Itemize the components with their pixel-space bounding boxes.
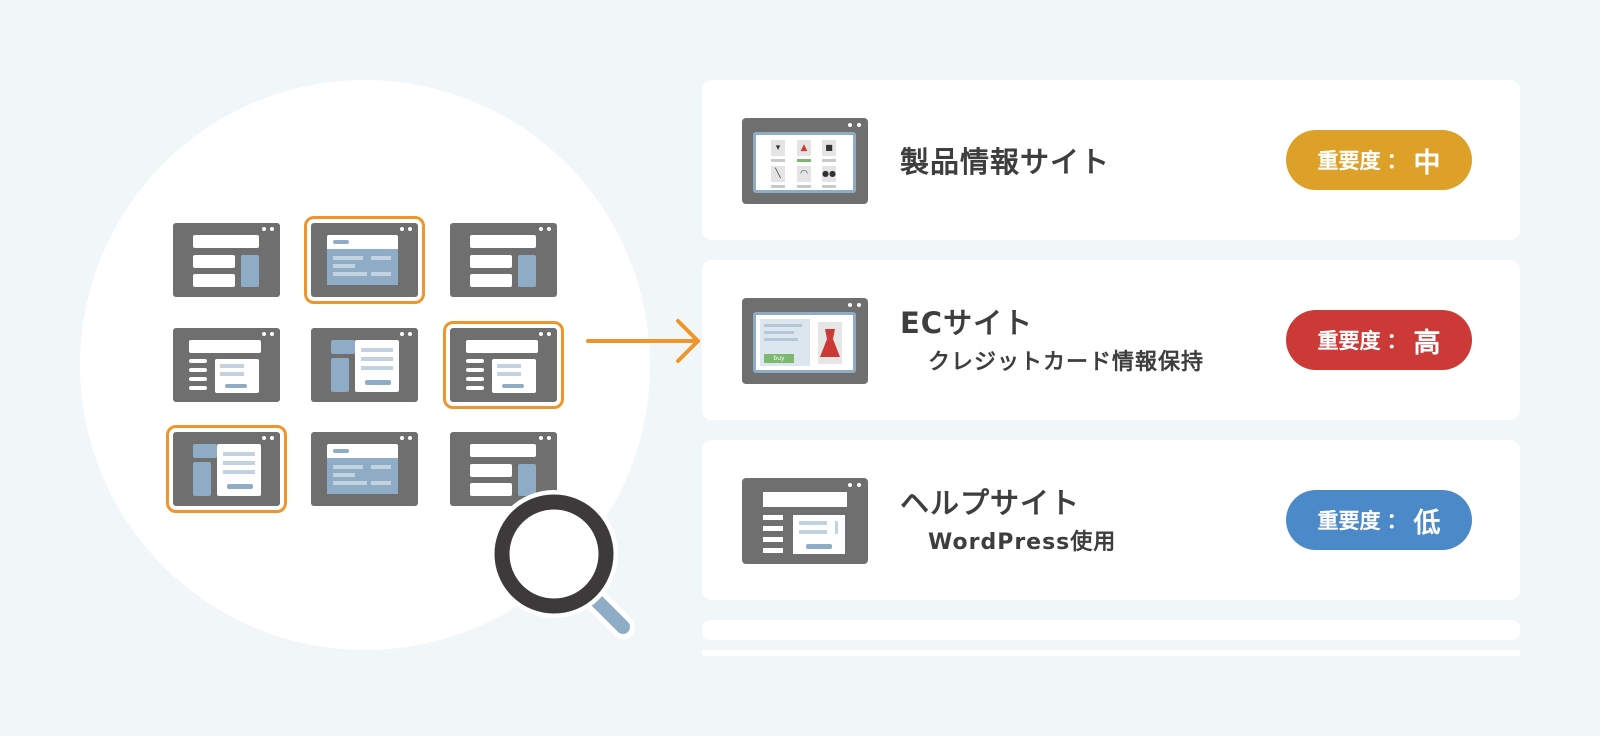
website-thumbnail-9 (450, 432, 557, 506)
website-thumbnail-4 (173, 328, 280, 402)
importance-badge: 重要度：低 (1286, 490, 1472, 550)
importance-badge: 重要度：高 (1286, 310, 1472, 370)
ecommerce-page-icon: buy (742, 298, 868, 384)
website-thumbnail-3 (450, 223, 557, 297)
arrow-right-icon (586, 319, 700, 363)
document-page-icon (742, 478, 868, 564)
site-card-ec: buy ECサイト クレジットカード情報保持 重要度：高 (702, 260, 1520, 420)
site-card-help: ヘルプサイト WordPress使用 重要度：低 (702, 440, 1520, 600)
website-thumbnail-6-selected (443, 321, 564, 409)
website-thumbnail-1 (173, 223, 280, 297)
website-thumbnail-7-selected (166, 425, 287, 513)
magnifier-icon (490, 490, 635, 639)
site-subtitle: WordPress使用 (928, 530, 1117, 555)
product-catalog-icon: ▾ ▲ ■ ╲ ◠ ●● (742, 118, 868, 204)
site-title: ヘルプサイト (900, 486, 1081, 520)
website-thumbnail-8 (311, 432, 418, 506)
more-items-strip (702, 620, 1520, 640)
importance-badge: 重要度：中 (1286, 130, 1472, 190)
site-card-product-info: ▾ ▲ ■ ╲ ◠ ●● 製品情報サイト 重要度：中 (702, 80, 1520, 240)
site-subtitle: クレジットカード情報保持 (928, 350, 1205, 375)
website-thumbnail-2-selected (304, 216, 425, 304)
site-title: ECサイト (900, 306, 1034, 340)
more-items-strip (702, 650, 1520, 656)
site-title: 製品情報サイト (900, 145, 1111, 179)
website-thumbnail-5 (311, 328, 418, 402)
